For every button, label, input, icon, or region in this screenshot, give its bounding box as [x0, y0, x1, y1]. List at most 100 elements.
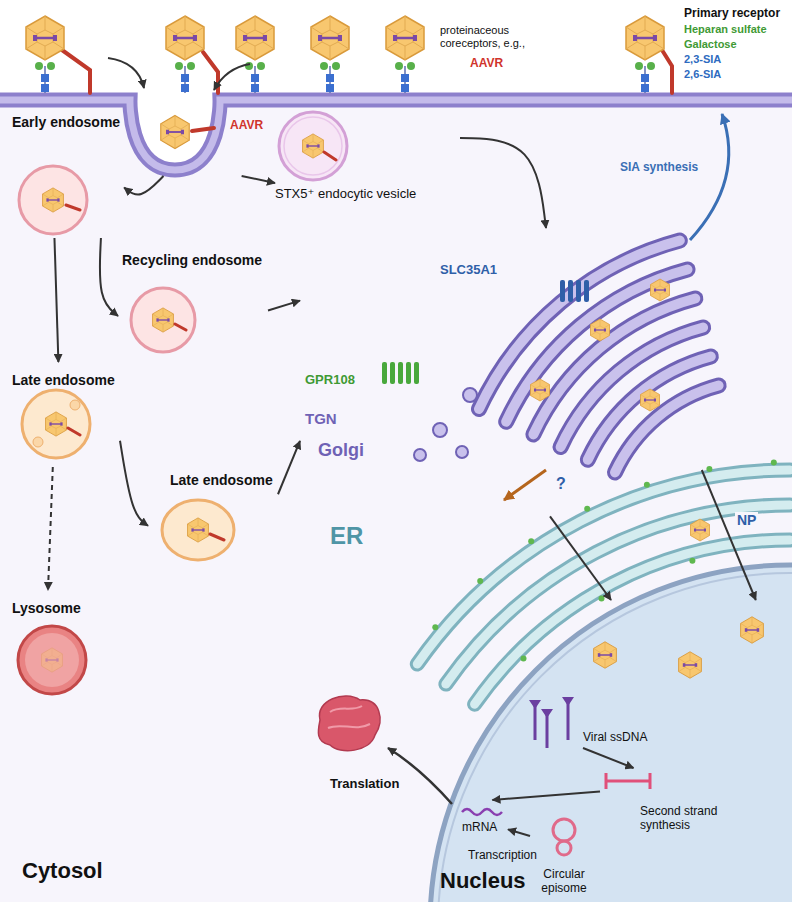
flow-arrow — [550, 516, 611, 600]
endosome-shape — [162, 500, 234, 560]
glycan-receptor — [181, 74, 189, 82]
flow-arrow — [100, 238, 118, 316]
flow-arrow — [124, 176, 163, 194]
glycan-receptor — [326, 84, 334, 92]
nuclear-capsid — [594, 642, 617, 668]
glycan-receptor — [635, 62, 643, 70]
ssdna-glyph — [535, 702, 568, 748]
unknown-mark: ? — [556, 474, 566, 493]
endosome-shape — [46, 412, 67, 436]
transgene-protein — [328, 706, 370, 728]
golgi-cisternae — [591, 319, 610, 341]
process-label: Translation — [330, 776, 399, 792]
entry-arrow — [108, 58, 144, 88]
er-membrane — [689, 558, 695, 564]
gpr108-protein — [390, 362, 395, 384]
endosome-shape — [303, 134, 324, 158]
entry-arrow — [214, 64, 250, 90]
aav-capsid — [311, 16, 349, 60]
glycan-receptor — [395, 62, 403, 70]
glycan-receptor — [332, 62, 340, 70]
endosome-shape — [188, 518, 209, 542]
lysosome: Lysosome — [8, 590, 108, 700]
golgi-cisternae — [506, 270, 687, 422]
slc35a1-transporter — [576, 280, 581, 302]
gpr108-protein — [414, 362, 419, 384]
episome-glyph — [553, 819, 575, 841]
nuclear-capsid — [594, 617, 764, 678]
ssdna-glyph — [529, 697, 574, 748]
glycan-receptor — [35, 62, 655, 93]
glycan-receptor — [35, 62, 43, 70]
golgi-cisternae — [463, 388, 477, 402]
sia-synthesis-arrow — [690, 114, 729, 240]
er-membrane — [706, 466, 712, 472]
er-membrane — [446, 505, 790, 684]
early-endosome: Early endosome — [8, 112, 124, 238]
glycan-receptor — [41, 74, 49, 82]
second-strand-glyph — [606, 773, 650, 789]
er-membrane — [584, 506, 590, 512]
golgi-cisternae — [456, 446, 468, 458]
gpr108-protein — [382, 362, 387, 384]
golgi-cisternae — [414, 241, 719, 473]
er-membrane — [432, 624, 438, 630]
process-label: Transcription — [468, 848, 537, 862]
golgi-cisternae — [641, 389, 660, 411]
glycan-receptor — [401, 84, 409, 92]
endosome-shape — [25, 633, 79, 687]
golgi-cisternae — [651, 279, 670, 301]
nucleus-envelope — [430, 565, 792, 902]
glycan-receptor — [251, 84, 259, 92]
flow-arrow — [268, 301, 300, 311]
aav-capsid — [236, 16, 274, 60]
glycan-receptor — [41, 84, 49, 92]
mrna-box-label: mRNA — [462, 820, 497, 834]
mrna-box: mRNA — [456, 800, 508, 842]
lysosome-label: Lysosome — [12, 600, 81, 617]
gpr108-protein — [382, 362, 419, 384]
late-endosome: Late endosome — [8, 362, 120, 467]
cell-membrane — [0, 100, 792, 170]
slc35a1-transporter — [584, 280, 589, 302]
endoplasmic-reticulum: ER — [320, 500, 550, 705]
pore-label: NP — [735, 512, 758, 529]
er-membrane — [599, 596, 605, 602]
gpr108-protein — [406, 362, 411, 384]
golgi-cisternae — [561, 328, 704, 448]
endocytic-pit: AAVR — [128, 96, 270, 176]
er-membrane — [417, 470, 790, 664]
er-membrane — [477, 578, 483, 584]
er-membrane — [417, 460, 790, 705]
receptor-name: Heparan sulfate — [684, 23, 767, 36]
endosome-shape — [153, 308, 174, 332]
glycan-receptor — [647, 62, 655, 70]
recycling-endosome: Recycling endosome — [118, 250, 268, 360]
endosome-shape — [18, 626, 86, 694]
slc35a1-transporter — [560, 280, 589, 302]
glycan-receptor — [257, 62, 265, 70]
endosome-shape — [279, 112, 347, 180]
aav-capsid — [386, 16, 424, 60]
receptor-name: 2,3-SIA — [684, 53, 721, 66]
second-strand: Second strand synthesis — [600, 768, 734, 846]
golgi-apparatus: GPR108SLC35A1TGNGolgi — [300, 228, 710, 470]
golgi-apparatus-label: GPR108 — [305, 372, 355, 388]
aavr-coreceptor — [192, 128, 214, 131]
endocytic-vesicle: STX5⁺ endocytic vesicle — [275, 108, 460, 208]
er-membrane — [691, 519, 710, 541]
golgi-cisternae — [533, 299, 695, 435]
endosome-shape — [70, 400, 80, 410]
aav-capsid — [161, 116, 190, 149]
flow-arrow — [492, 791, 600, 800]
cell-membrane — [0, 100, 792, 170]
flow-arrow — [278, 441, 300, 494]
circular-episome-label: Circular episome — [530, 867, 598, 896]
second-strand-glyph — [606, 773, 650, 789]
process-label: SIA synthesis — [620, 160, 698, 174]
er-membrane — [521, 656, 527, 662]
flow-arrow — [48, 467, 53, 590]
mrna-glyph — [462, 809, 502, 815]
coreceptor-note: proteinaceous coreceptors, e.g., — [440, 24, 565, 50]
